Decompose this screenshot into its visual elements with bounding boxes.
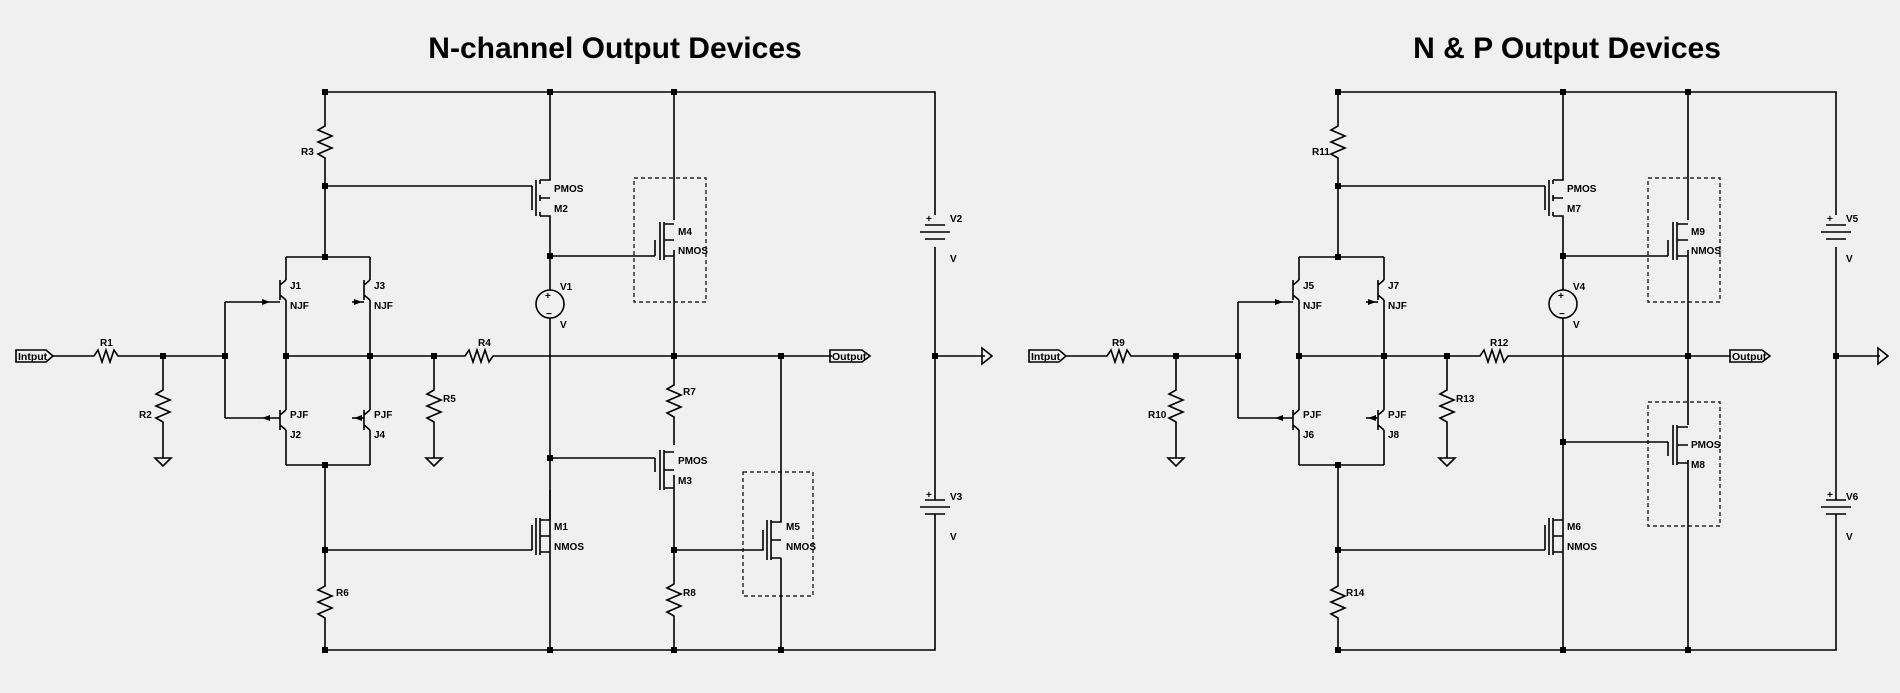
label-V4: V4 [1573,282,1586,293]
right-title: N & P Output Devices [1413,32,1721,65]
right-input-port: Intput [1031,351,1061,363]
label-J5: J5 [1303,281,1315,292]
type-J2: PJF [290,410,308,421]
label-J8: J8 [1388,430,1400,441]
label-M7: M7 [1567,204,1581,215]
label-R13: R13 [1456,394,1475,405]
label-R5: R5 [443,394,456,405]
type-V5: V [1846,254,1853,265]
label-M6: M6 [1567,522,1581,533]
type-M7: PMOS [1567,184,1597,195]
type-J8: PJF [1388,410,1406,421]
label-M8: M8 [1691,460,1705,471]
svg-text:−: − [1559,309,1565,320]
type-M5: NMOS [786,542,816,553]
left-input-port: Intput [18,351,48,363]
label-M3: M3 [678,476,692,487]
label-V6: V6 [1846,492,1859,503]
type-J5: NJF [1303,301,1322,312]
type-V6: V [1846,532,1853,543]
type-M6: NMOS [1567,542,1597,553]
label-V2: V2 [950,214,963,225]
svg-text:−: − [546,309,552,320]
label-J2: J2 [290,430,302,441]
label-V5: V5 [1846,214,1859,225]
label-R14: R14 [1346,588,1365,599]
label-J6: J6 [1303,430,1315,441]
left-output-port: Output [832,351,867,363]
type-M1: NMOS [554,542,584,553]
right-output-port: Output [1732,351,1767,363]
type-J6: PJF [1303,410,1321,421]
type-M3: PMOS [678,456,708,467]
left-title: N-channel Output Devices [428,32,801,65]
label-R10: R10 [1148,410,1167,421]
svg-text:+: + [1827,490,1833,501]
type-J3: NJF [374,301,393,312]
svg-text:+: + [926,214,932,225]
type-J1: NJF [290,301,309,312]
label-R1: R1 [100,338,113,349]
type-J4: PJF [374,410,392,421]
label-V1: V1 [560,282,573,293]
label-J1: J1 [290,281,302,292]
left-schematic: N-channel Output Devices [15,32,994,653]
label-J7: J7 [1388,281,1400,292]
label-M5: M5 [786,522,800,533]
label-R8: R8 [683,588,696,599]
type-V1: V [560,320,567,331]
label-M1: M1 [554,522,568,533]
label-R7: R7 [683,387,696,398]
label-M2: M2 [554,204,568,215]
label-R12: R12 [1490,338,1509,349]
right-schematic: N & P Output Devices [1028,32,1890,653]
label-V3: V3 [950,492,963,503]
label-R2: R2 [139,410,152,421]
label-R4: R4 [478,338,491,349]
type-M4: NMOS [678,246,708,257]
label-M4: M4 [678,227,692,238]
type-M9: NMOS [1691,246,1721,257]
type-V2: V [950,254,957,265]
svg-text:+: + [1558,291,1564,302]
label-R11: R11 [1312,147,1330,158]
label-R9: R9 [1112,338,1125,349]
label-J3: J3 [374,281,386,292]
type-V4: V [1573,320,1580,331]
label-J4: J4 [374,430,386,441]
label-R6: R6 [336,588,349,599]
svg-text:+: + [926,490,932,501]
svg-text:+: + [545,291,551,302]
label-R3: R3 [301,147,314,158]
type-V3: V [950,532,957,543]
type-M8: PMOS [1691,440,1721,451]
svg-text:+: + [1827,214,1833,225]
type-M2: PMOS [554,184,584,195]
type-J7: NJF [1388,301,1407,312]
label-M9: M9 [1691,227,1705,238]
